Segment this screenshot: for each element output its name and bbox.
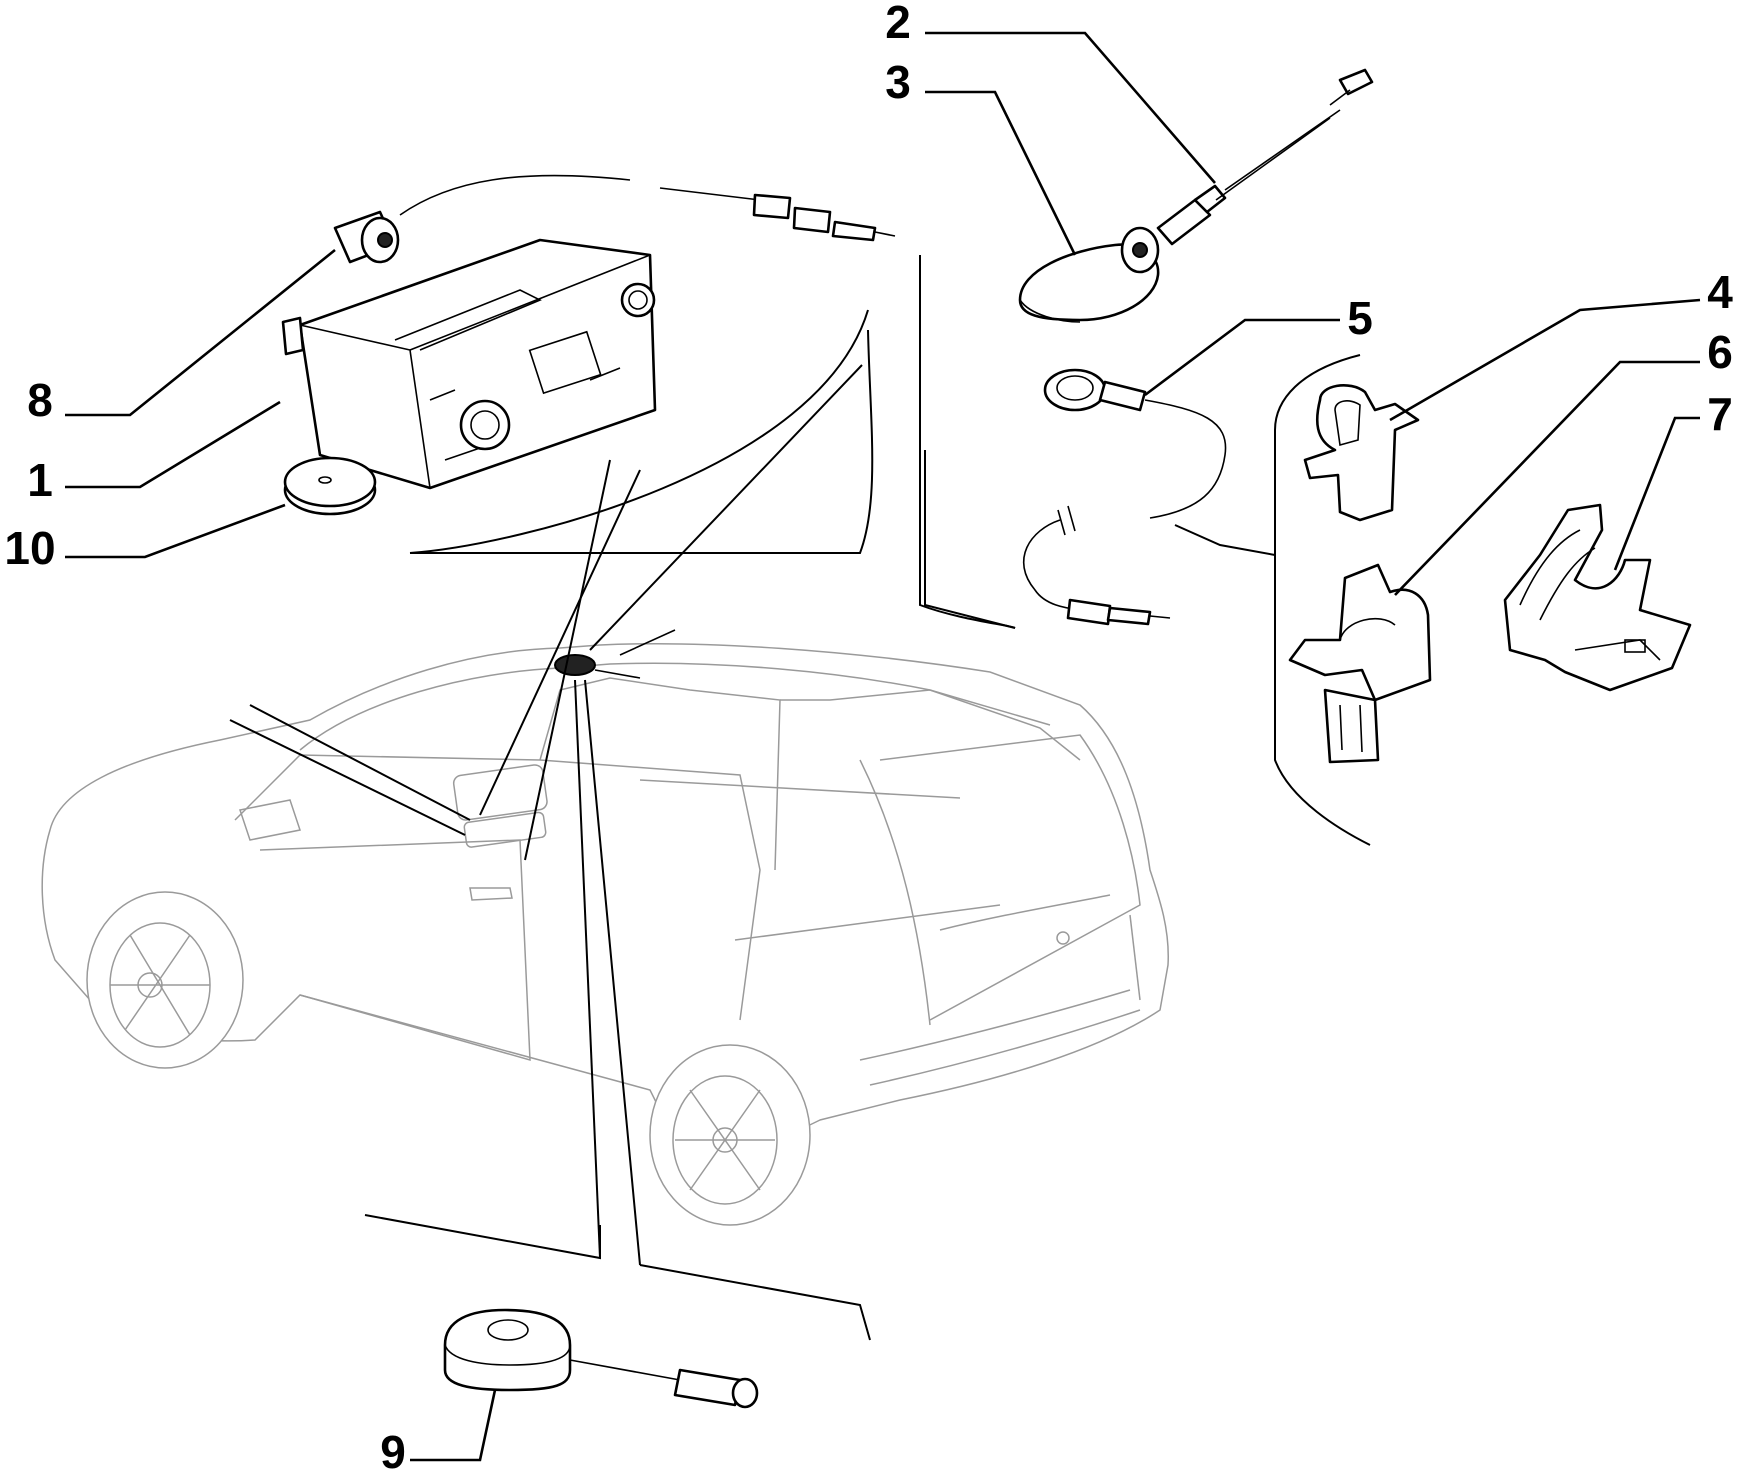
callout-3: 3 (885, 56, 911, 108)
leader-6 (1394, 360, 1700, 596)
callout-7: 7 (1707, 388, 1733, 440)
callout-5: 5 (1347, 292, 1373, 344)
callout-6: 6 (1707, 326, 1733, 378)
cable-clip-icon (1288, 563, 1432, 764)
callout-1: 1 (27, 454, 53, 506)
leader-7 (1613, 416, 1700, 571)
leader-10 (65, 503, 286, 559)
antenna-cable-icon (1023, 368, 1227, 626)
car-outline (41, 629, 1170, 1226)
car-radio-icon (281, 238, 657, 490)
callout-4: 4 (1707, 266, 1733, 318)
callout-9: 9 (380, 1426, 406, 1478)
callout-10: 10 (4, 522, 56, 574)
cable-clip-icon (1303, 384, 1420, 522)
leader-9 (410, 1389, 497, 1462)
reference-lines (229, 255, 1371, 1341)
leader-2 (925, 31, 1216, 184)
leader-3 (925, 90, 1077, 256)
antenna-mast-icon (1156, 68, 1374, 246)
cable-clip-icon (1503, 503, 1692, 692)
leader-8 (65, 248, 336, 417)
roof-antenna-module-icon (443, 1308, 759, 1409)
leader-lines (65, 31, 1701, 1462)
leader-5 (1144, 318, 1340, 397)
antenna-base-icon (1018, 226, 1160, 323)
callout-2: 2 (885, 0, 911, 48)
callout-8: 8 (27, 374, 53, 426)
leader-4 (1389, 298, 1701, 422)
leader-1 (65, 400, 281, 489)
foam-pad-icon (283, 456, 377, 516)
radio-cable-connector-icon (333, 174, 896, 264)
